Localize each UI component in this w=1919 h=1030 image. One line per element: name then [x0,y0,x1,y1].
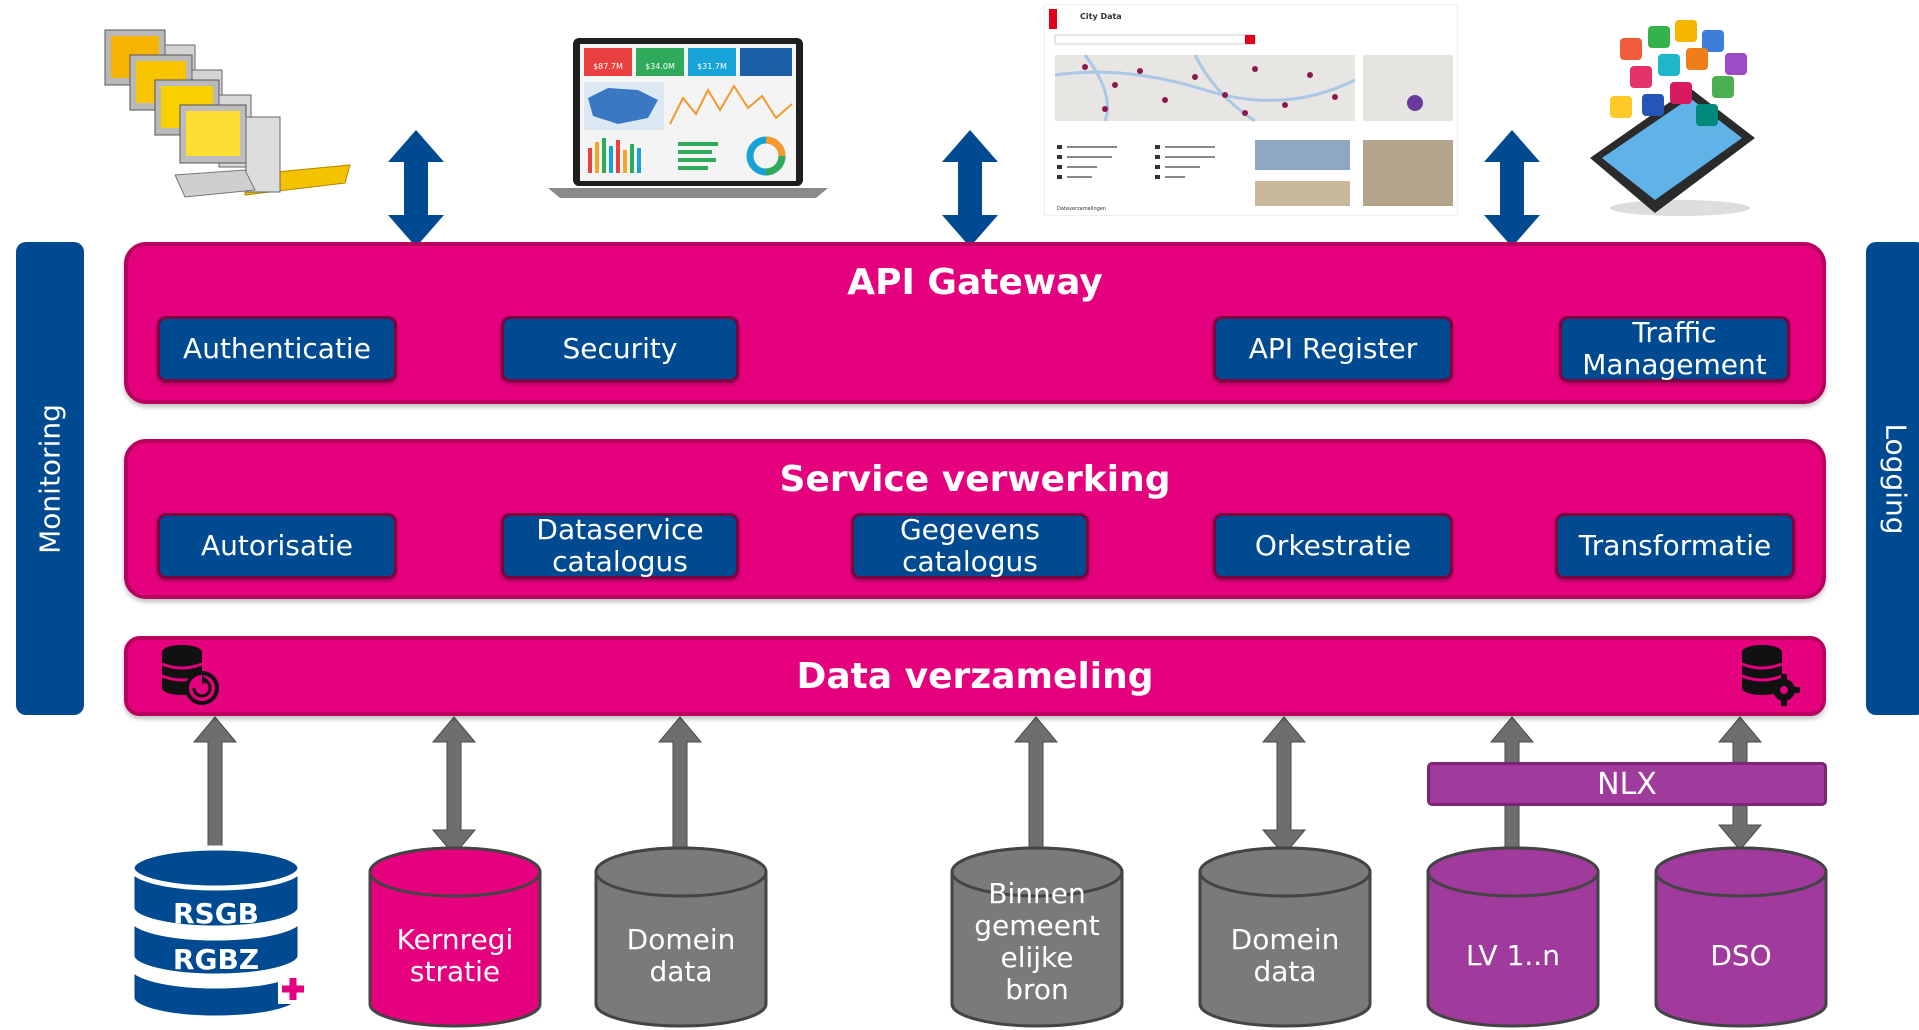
domein-data-1-database: Domein data [592,846,770,1028]
api-arrow-1 [388,130,444,247]
binnen-arrow [1013,716,1059,863]
domein-data-2-database: Domein data [1196,846,1374,1028]
component-gegevens-catalogus: Gegevens catalogus [851,513,1089,579]
kernregistratie-label: Kernregi stratie [396,923,514,988]
dataservice-catalogus-label: Dataservice catalogus [536,513,704,578]
api-gateway-title: API Gateway [847,262,1103,303]
dso-label: DSO [1710,939,1772,972]
domein-data-2-label: Domein data [1230,923,1340,988]
logging-label: Logging [1879,422,1913,535]
database-gear-icon [1738,644,1802,706]
data-verzameling-title: Data verzameling [796,656,1154,697]
component-transformatie: Transformatie [1555,513,1795,579]
component-traffic-management: Traffic Management [1559,316,1790,382]
city-data-footer: Dataverzamelingen [1057,206,1106,212]
lv-label: LV 1..n [1466,939,1560,972]
monitoring-bar: Monitoring [16,242,84,715]
city-data-screenshot: City Data Dataverzamelingen [1044,4,1458,216]
kernregistratie-database: Kernregi stratie [366,846,544,1028]
gegevens-catalogus-label: Gegevens catalogus [899,513,1041,578]
smartphone-apps-image [1570,18,1770,218]
kpi-value-1: $87.7M [593,62,623,71]
component-orkestratie: Orkestratie [1213,513,1453,579]
database-refresh-icon [158,644,222,706]
rsgb-arrow [192,716,238,853]
domein-data-2-arrow [1261,716,1307,856]
service-verwerking-title: Service verwerking [779,459,1171,500]
domein-data-1-arrow [657,716,703,863]
kernregistratie-arrow [431,716,477,856]
desktop-computers-image [95,25,355,205]
kpi-value-2: $34.0M [645,62,675,71]
api-arrow-2 [942,130,998,247]
data-verzameling-layer: Data verzameling [124,636,1826,716]
binnengemeentelijke-bron-label: Binnen gemeent elijke bron [974,877,1100,1006]
component-authenticatie: Authenticatie [157,316,397,382]
lv-database: LV 1..n [1424,846,1602,1028]
logging-bar: Logging [1866,242,1919,715]
component-api-register: API Register [1213,316,1453,382]
traffic-management-label: Traffic Management [1582,316,1767,381]
monitoring-label: Monitoring [33,403,67,554]
laptop-dashboard-image: $87.7M $34.0M $31.7M [548,38,828,203]
domein-data-1-label: Domein data [626,923,736,988]
rsgb-rgbz-database: RSGB RGBZ [128,845,324,1022]
component-autorisatie: Autorisatie [157,513,397,579]
nlx-bar: NLX [1427,762,1827,806]
rsgb-label: RSGB [173,897,259,930]
api-gateway-layer: API Gateway [124,242,1826,404]
binnengemeentelijke-bron-database: Binnen gemeent elijke bron [948,846,1126,1028]
component-security: Security [501,316,739,382]
dso-database: DSO [1652,846,1830,1028]
kpi-value-3: $31.7M [697,62,727,71]
component-dataservice-catalogus: Dataservice catalogus [501,513,739,579]
rgbz-label: RGBZ [173,943,259,976]
api-arrow-3 [1484,130,1540,247]
city-data-title: City Data [1080,12,1122,21]
